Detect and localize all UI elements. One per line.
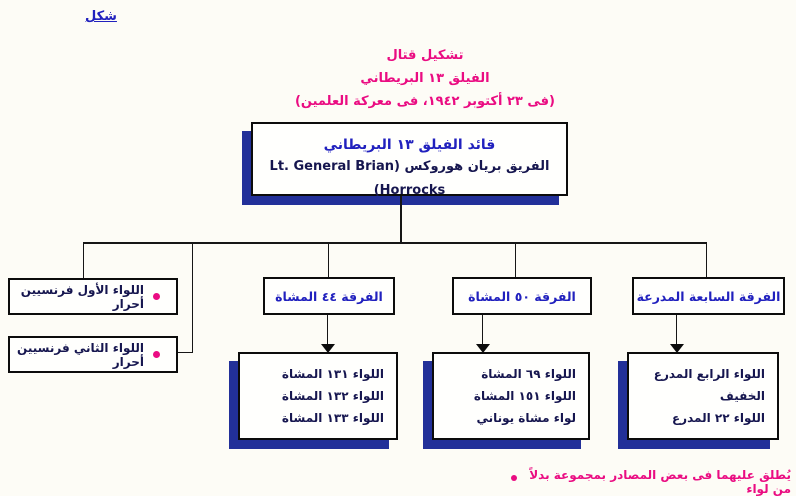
brigade-line: اللواء ١٣٢ المشاة [281, 389, 384, 403]
connector-drop-division-7 [706, 242, 707, 277]
connector-drop-french-2-vertical [192, 242, 193, 353]
footnote-bullet-icon [511, 475, 517, 481]
brigade-line: اللواء ١٥١ المشاة [473, 389, 576, 403]
french-brigade-2-label: اللواء الثاني فرنسيين أحرار [17, 340, 144, 369]
arrow-line-7 [676, 315, 677, 346]
french-brigade-1-label: اللواء الأول فرنسيين أحرار [20, 282, 144, 311]
brigade-line: اللواء ١٣٣ المشاة [281, 411, 384, 425]
connector-drop-division-50 [515, 242, 516, 277]
division-box-50: الفرقة ٥٠ المشاة [452, 277, 592, 315]
brigade-line: اللواء ١٣١ المشاة [281, 367, 384, 381]
chart-title: تشكيل قتال الفيلق ١٣ البريطاني (فى ٢٣ أك… [250, 44, 600, 113]
arrow-line-50 [482, 315, 483, 346]
brigade-line: اللواء ٢٢ المدرع [671, 411, 765, 425]
arrow-down-icon [476, 344, 490, 353]
chart-title-line-3: (فى ٢٣ أكتوبر ١٩٤٢، فى معركة العلمين) [294, 94, 555, 109]
root-commander-box: قائد الفيلق ١٣ البريطاني الفريق بريان هو… [251, 122, 568, 198]
bullet-icon [153, 351, 160, 358]
brigade-line: اللواء ٦٩ المشاة [481, 367, 576, 381]
connector-drop-french-1 [83, 242, 84, 278]
arrow-down-icon [670, 344, 684, 353]
root-commander-title: قائد الفيلق ١٣ البريطاني [323, 137, 496, 153]
footnote: يُطلق عليهما فى بعض المصادر بمجموعة بدلا… [529, 468, 791, 496]
division-box-7-armoured: الفرقة السابعة المدرعة [632, 277, 785, 315]
root-commander-name: الفريق بريان هوروكس (Lt. General Brian H… [269, 159, 550, 198]
division-box-44: الفرقة ٤٤ المشاة [263, 277, 395, 315]
bullet-icon [153, 293, 160, 300]
figure-label: شكل [85, 9, 117, 24]
chart-title-line-1: تشكيل قتال [386, 48, 464, 63]
connector-drop-division-44 [328, 242, 329, 277]
french-brigade-box-2: اللواء الثاني فرنسيين أحرار [8, 336, 178, 373]
french-brigade-box-1: اللواء الأول فرنسيين أحرار [8, 278, 178, 315]
brigades-box-44: اللواء ١٣١ المشاة اللواء ١٣٢ المشاة اللو… [238, 352, 398, 440]
chart-title-line-2: الفيلق ١٣ البريطاني [360, 71, 490, 86]
brigades-box-7-armoured: اللواء الرابع المدرع الخفيف اللواء ٢٢ ال… [627, 352, 779, 440]
arrow-down-icon [321, 344, 335, 353]
brigades-box-50: اللواء ٦٩ المشاة اللواء ١٥١ المشاة لواء … [432, 352, 590, 440]
brigade-line: لواء مشاة يوناني [476, 411, 576, 425]
connector-root-vertical [400, 196, 402, 243]
connector-drop-french-2-horizontal [178, 352, 193, 353]
connector-horizontal-main [83, 242, 707, 244]
arrow-line-44 [327, 315, 328, 346]
brigade-line: اللواء الرابع المدرع الخفيف [653, 367, 765, 403]
